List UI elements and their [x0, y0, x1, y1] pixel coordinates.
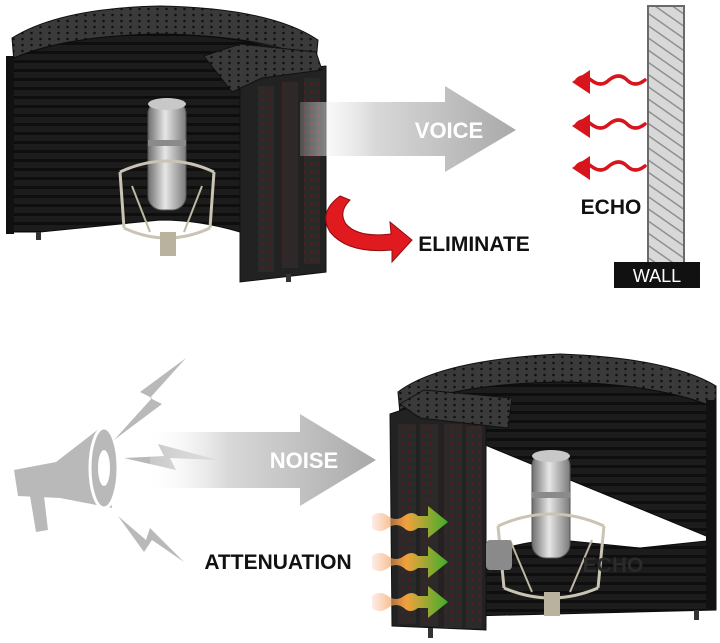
echo-label-bottom: ECHO — [583, 554, 644, 577]
eliminate-arrow — [325, 195, 413, 264]
microphone-icon — [118, 98, 216, 256]
megaphone-icon — [14, 426, 120, 532]
attenuation-arrows — [372, 506, 448, 618]
echo-label-top: ECHO — [581, 196, 642, 219]
noise-arrow: NOISE — [150, 414, 376, 506]
voice-label: VOICE — [415, 118, 483, 143]
wall-label: WALL — [633, 266, 681, 286]
microphone-icon — [486, 450, 606, 616]
wall: WALL — [614, 5, 700, 288]
voice-arrow: VOICE — [300, 86, 516, 172]
echo-arrow-heads — [572, 70, 590, 180]
eliminate-label: ELIMINATE — [418, 233, 530, 256]
attenuation-label: ATTENUATION — [204, 551, 351, 574]
noise-label: NOISE — [270, 448, 338, 473]
